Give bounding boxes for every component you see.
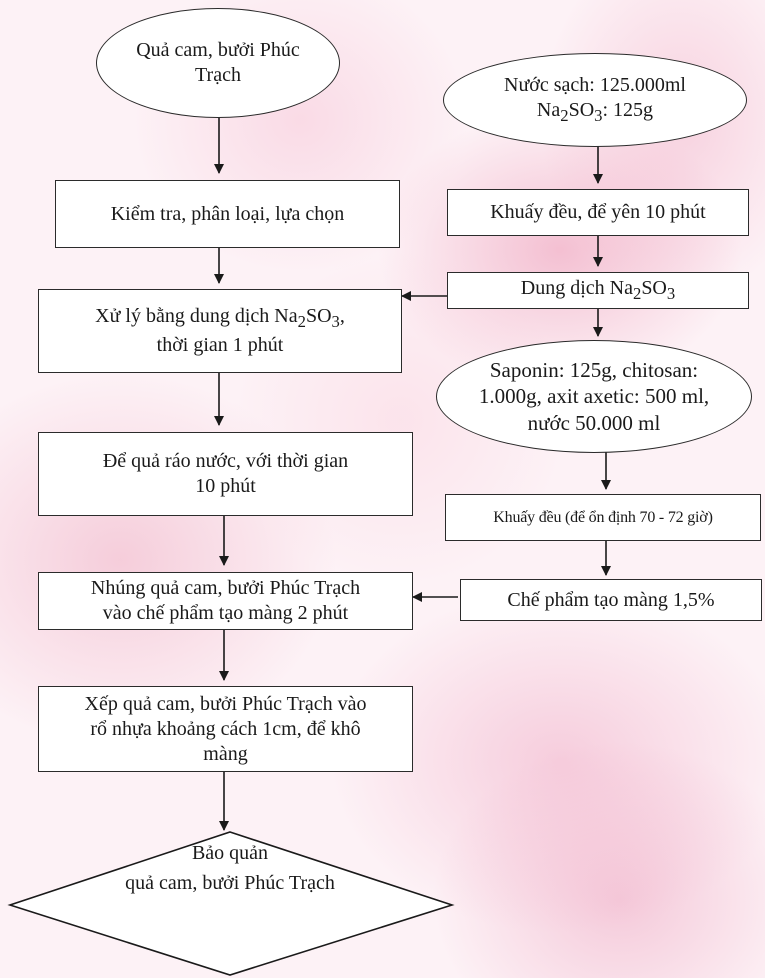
arrange-box: Xếp quả cam, bưởi Phúc Trạch vào rổ nhựa… [38, 686, 413, 772]
drain-label: Để quả ráo nước, với thời gian 10 phút [102, 450, 349, 497]
storage-label: Bảo quản quả cam, bưởi Phúc Trạch [125, 842, 335, 894]
film-box: Chế phẩm tạo màng 1,5% [460, 579, 762, 621]
dip-label: Nhúng quả cam, bưởi Phúc Trạch vào chế p… [90, 577, 361, 624]
arrange-label: Xếp quả cam, bưởi Phúc Trạch vào rổ nhựa… [84, 692, 367, 765]
dip-box: Nhúng quả cam, bưởi Phúc Trạch vào chế p… [38, 572, 413, 630]
treat-label: Xử lý bằng dung dịch Na2SO3, thời gian 1… [95, 305, 345, 356]
mix-ellipse: Saponin: 125g, chitosan: 1.000g, axit ax… [436, 340, 752, 453]
mix-label: Saponin: 125g, chitosan: 1.000g, axit ax… [478, 358, 710, 435]
solution-label: Dung dịch Na2SO3 [520, 277, 676, 304]
inspect-box: Kiểm tra, phân loại, lựa chọn [55, 180, 400, 248]
film-label: Chế phẩm tạo màng 1,5% [507, 588, 715, 611]
treat-box: Xử lý bằng dung dịch Na2SO3, thời gian 1… [38, 289, 402, 373]
storage-diamond [7, 831, 455, 976]
stir1-label: Khuấy đều, để yên 10 phút [490, 201, 706, 223]
stir2-label: Khuấy đều (để ổn định 70 - 72 giờ) [493, 508, 713, 526]
start-fruit-label: Quả cam, bưởi Phúc Trạch [136, 39, 300, 86]
drain-box: Để quả ráo nước, với thời gian 10 phút [38, 432, 413, 516]
water-label: Nước sạch: 125.000ml Na2SO3: 125g [504, 74, 686, 126]
start-fruit-ellipse: Quả cam, bưởi Phúc Trạch [96, 8, 340, 118]
inspect-label: Kiểm tra, phân loại, lựa chọn [110, 202, 345, 225]
water-ellipse: Nước sạch: 125.000ml Na2SO3: 125g [443, 53, 747, 147]
solution-box: Dung dịch Na2SO3 [447, 272, 749, 309]
stir2-box: Khuấy đều (để ổn định 70 - 72 giờ) [445, 494, 761, 541]
stir1-box: Khuấy đều, để yên 10 phút [447, 189, 749, 236]
